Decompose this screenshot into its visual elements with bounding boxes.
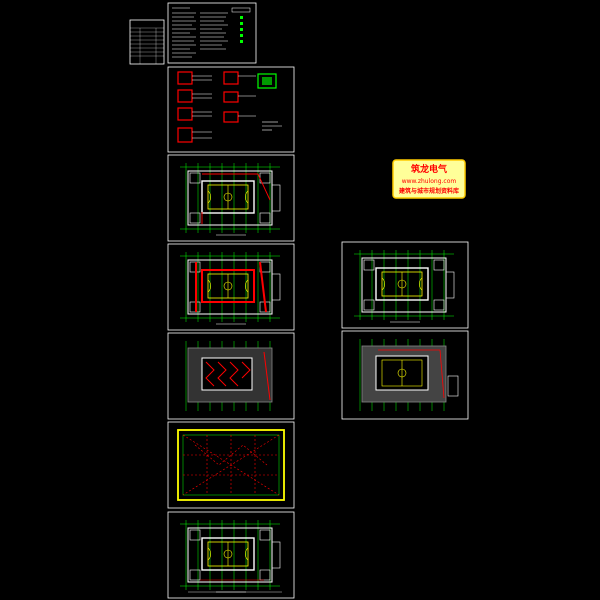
sheet-design-notes[interactable] (167, 2, 257, 64)
sheet-system-diagrams[interactable] (167, 66, 295, 153)
sheet-floor-plan-1[interactable] (167, 154, 295, 242)
sheet-roof-plan[interactable] (167, 421, 295, 509)
sheet-floor-plan-4[interactable] (167, 511, 295, 599)
sheet-floor-plan-2[interactable] (167, 243, 295, 331)
watermark-subtitle: 建筑与城市规划资料库 (399, 187, 459, 195)
watermark-stamp: 筑龙电气 www.zhulong.com 建筑与城市规划资料库 (392, 159, 466, 199)
watermark-title: 筑龙电气 (411, 163, 447, 175)
sheet-index-table[interactable] (129, 19, 165, 65)
watermark-url: www.zhulong.com (402, 178, 457, 185)
sheet-floor-plan-6[interactable] (341, 330, 469, 420)
sheet-floor-plan-3[interactable] (167, 332, 295, 420)
